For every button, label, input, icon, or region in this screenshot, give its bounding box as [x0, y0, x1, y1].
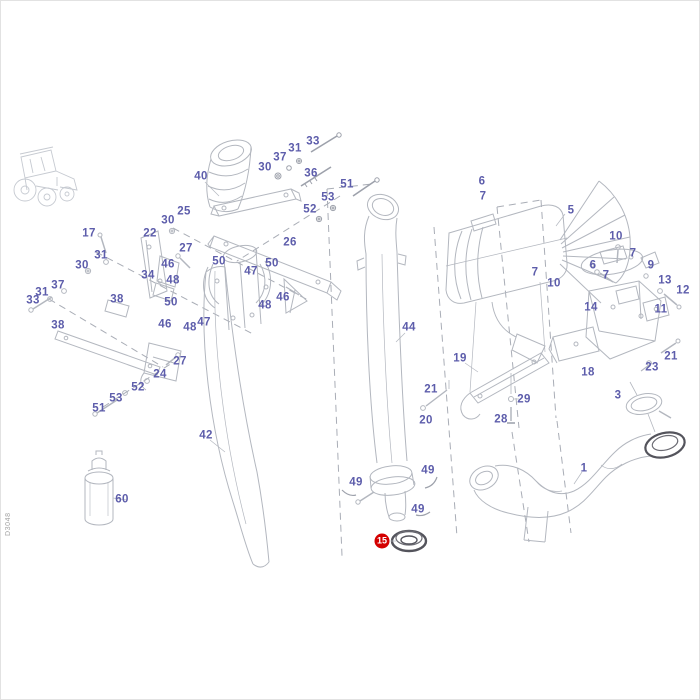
part-label-29-65[interactable]: 29 [517, 393, 531, 406]
part-label-5-47[interactable]: 5 [567, 204, 575, 217]
part-label-23-60[interactable]: 23 [645, 361, 659, 374]
part-1-exhaust-pipe [469, 431, 686, 543]
part-label-30-12[interactable]: 30 [161, 214, 175, 227]
part-label-51-38[interactable]: 51 [92, 402, 106, 415]
part-label-30-16[interactable]: 30 [75, 259, 89, 272]
part-label-21-63[interactable]: 21 [424, 383, 438, 396]
drawing-code: D3048 [5, 512, 12, 536]
part-label-36-5[interactable]: 36 [304, 167, 318, 180]
part-label-26-10[interactable]: 26 [283, 236, 297, 249]
left-bracket-hardware [28, 227, 191, 417]
part-label-33-1[interactable]: 33 [306, 135, 320, 148]
part-label-9-53[interactable]: 9 [647, 259, 655, 272]
part-label-47-26[interactable]: 47 [244, 265, 258, 278]
part-label-38-22[interactable]: 38 [51, 319, 65, 332]
tractor-icon [13, 146, 78, 207]
part-label-37-18[interactable]: 37 [51, 279, 65, 292]
part-label-48-24[interactable]: 48 [166, 274, 180, 287]
part-label-50-27[interactable]: 50 [265, 257, 279, 270]
part-19-bracket [460, 333, 550, 420]
part-label-25-9[interactable]: 25 [177, 205, 191, 218]
part-label-44-41[interactable]: 44 [402, 321, 416, 334]
part-label-3-67[interactable]: 3 [614, 389, 622, 402]
part-label-46-23[interactable]: 46 [161, 258, 175, 271]
part-label-50-30[interactable]: 50 [164, 296, 178, 309]
part-label-30-4[interactable]: 30 [258, 161, 272, 174]
part-label-50-25[interactable]: 50 [212, 255, 226, 268]
part-label-6-45[interactable]: 6 [478, 175, 486, 188]
part-label-20-64[interactable]: 20 [419, 414, 433, 427]
part-label-14-57[interactable]: 14 [584, 301, 598, 314]
part-label-31-15[interactable]: 31 [94, 249, 108, 262]
part-label-17-11[interactable]: 17 [82, 227, 96, 240]
part-60-spray-can [84, 450, 114, 526]
part-label-49-44[interactable]: 49 [411, 503, 425, 516]
top-hardware [274, 132, 380, 223]
part-label-53-7[interactable]: 53 [321, 191, 335, 204]
part-42-stack [203, 266, 270, 568]
part-label-34-17[interactable]: 34 [141, 269, 155, 282]
selected-item-badge[interactable]: 15 [374, 533, 390, 549]
right-mount-cluster [420, 244, 682, 424]
part-label-27-14[interactable]: 27 [179, 242, 193, 255]
part-label-31-2[interactable]: 31 [288, 142, 302, 155]
part-label-10-49[interactable]: 10 [547, 277, 561, 290]
part-label-21-59[interactable]: 21 [664, 350, 678, 363]
part-label-7-54[interactable]: 7 [602, 269, 610, 282]
part-label-49-42[interactable]: 49 [349, 476, 363, 489]
part-label-10-50[interactable]: 10 [609, 230, 623, 243]
part-label-18-61[interactable]: 18 [581, 366, 595, 379]
part-label-49-43[interactable]: 49 [421, 464, 435, 477]
part-label-51-6[interactable]: 51 [340, 178, 354, 191]
part-label-37-3[interactable]: 37 [273, 151, 287, 164]
part-label-53-37[interactable]: 53 [109, 392, 123, 405]
part-label-40-0[interactable]: 40 [194, 170, 208, 183]
part-label-60-40[interactable]: 60 [115, 493, 129, 506]
part-label-52-8[interactable]: 52 [303, 203, 317, 216]
part-label-12-56[interactable]: 12 [676, 284, 690, 297]
part-label-6-52[interactable]: 6 [589, 259, 597, 272]
dashed-guides [48, 183, 572, 557]
part-5-heat-shield [445, 180, 631, 393]
part-label-13-55[interactable]: 13 [658, 274, 672, 287]
part-label-7-48[interactable]: 7 [531, 266, 539, 279]
part-label-38-21[interactable]: 38 [110, 293, 124, 306]
part-label-11-58[interactable]: 11 [654, 303, 668, 316]
part-label-46-28[interactable]: 46 [276, 291, 290, 304]
part-label-31-19[interactable]: 31 [35, 286, 49, 299]
part-44-pipe [341, 193, 438, 522]
part-label-33-20[interactable]: 33 [26, 294, 40, 307]
part-label-42-39[interactable]: 42 [199, 429, 213, 442]
part-label-7-46[interactable]: 7 [479, 190, 487, 203]
leader-lines [112, 181, 583, 542]
part-label-1-68[interactable]: 1 [580, 462, 588, 475]
part-label-7-51[interactable]: 7 [629, 247, 637, 260]
part-label-46-31[interactable]: 46 [158, 318, 172, 331]
part-label-27-34[interactable]: 27 [173, 355, 187, 368]
part-25-26-brackets [207, 188, 342, 301]
part-label-48-29[interactable]: 48 [258, 299, 272, 312]
clamp-cluster [203, 244, 308, 331]
part-label-19-62[interactable]: 19 [453, 352, 467, 365]
part-label-47-32[interactable]: 47 [197, 316, 211, 329]
part-label-24-35[interactable]: 24 [153, 368, 167, 381]
part-label-48-33[interactable]: 48 [183, 321, 197, 334]
part-3-clamp [625, 381, 672, 433]
part-label-22-13[interactable]: 22 [143, 227, 157, 240]
part-label-52-36[interactable]: 52 [131, 381, 145, 394]
part-label-28-66[interactable]: 28 [494, 413, 508, 426]
